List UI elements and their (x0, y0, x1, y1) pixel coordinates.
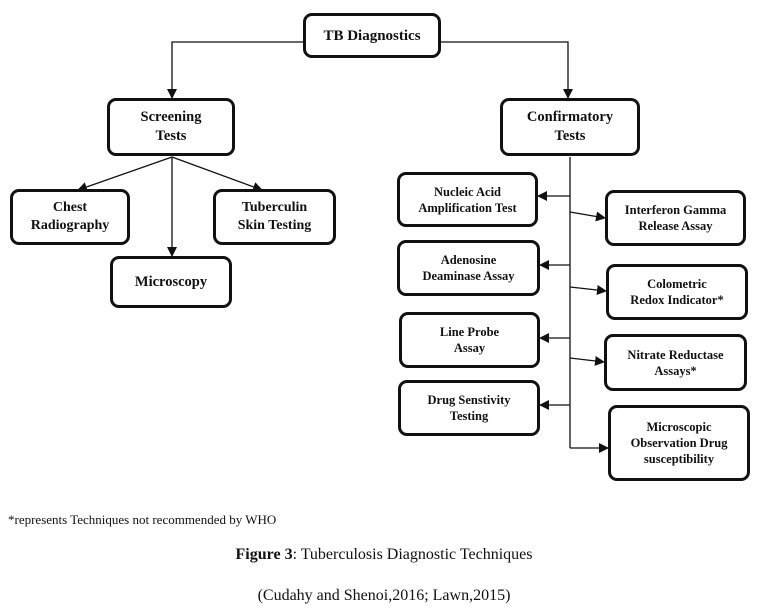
connector-screening-tuberculin (171, 156, 263, 192)
node-adenosine-deaminase: Adenosine Deaminase Assay (397, 240, 540, 296)
connector-root-screening (167, 41, 304, 99)
connector-redox (569, 285, 607, 295)
node-microscopy: Microscopy (110, 256, 232, 308)
node-drug-sensitivity-testing: Drug Senstivity Testing (398, 380, 540, 436)
node-chest-radiography: Chest Radiography (10, 189, 130, 245)
node-colometric-redox-indicator: Colometric Redox Indicator* (606, 264, 748, 320)
connector-screening-chest (77, 156, 173, 192)
connector-root-confirmatory (440, 41, 573, 99)
figure-label: Figure 3 (235, 546, 293, 563)
figure-caption: Figure 3: Tuberculosis Diagnostic Techni… (0, 546, 768, 564)
node-tb-diagnostics: TB Diagnostics (303, 13, 441, 58)
connector-nitrate (569, 355, 605, 366)
node-tuberculin-skin-testing: Tuberculin Skin Testing (213, 189, 336, 245)
figure-caption-text: : Tuberculosis Diagnostic Techniques (292, 546, 533, 563)
citation: (Cudahy and Shenoi,2016; Lawn,2015) (257, 587, 511, 604)
node-nitrate-reductase-assays: Nitrate Reductase Assays* (604, 334, 747, 391)
node-nucleic-acid-amplification: Nucleic Acid Amplification Test (397, 172, 538, 227)
node-microscopic-observation-drug: Microscopic Observation Drug susceptibil… (608, 405, 750, 481)
node-line-probe-assay: Line Probe Assay (399, 312, 540, 368)
node-confirmatory-tests: Confirmatory Tests (500, 98, 640, 156)
connector-igra (569, 211, 606, 222)
footnote: *represents Techniques not recommended b… (8, 512, 277, 527)
node-interferon-gamma-release: Interferon Gamma Release Assay (605, 190, 746, 246)
node-screening-tests: Screening Tests (107, 98, 235, 156)
